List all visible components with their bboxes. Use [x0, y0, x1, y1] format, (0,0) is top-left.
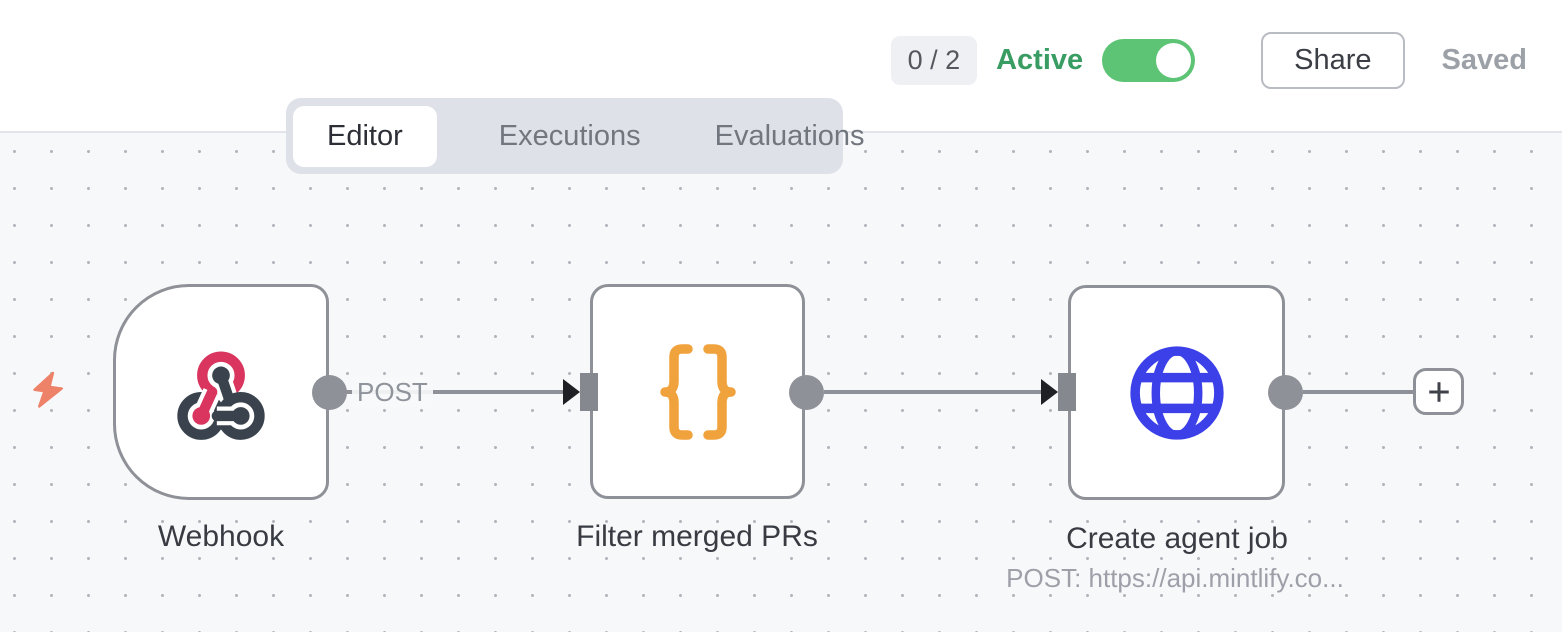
node-http-subtitle: POST: https://api.mintlify.co... — [1006, 563, 1344, 593]
connection-method-label: POST — [352, 377, 433, 407]
node-http-label: Create agent job — [1066, 522, 1288, 555]
header-controls: 0 / 2 Active Share Saved — [890, 30, 1527, 90]
share-button[interactable]: Share — [1261, 31, 1405, 89]
save-status: Saved — [1441, 43, 1527, 76]
tab-evaluations[interactable]: Evaluations — [714, 119, 865, 152]
http-output-port[interactable] — [1268, 375, 1303, 410]
active-label: Active — [996, 43, 1084, 76]
connection-webhook-filter[interactable] — [344, 390, 566, 394]
tab-executions[interactable]: Executions — [498, 119, 641, 152]
tab-editor[interactable]: Editor — [293, 105, 437, 167]
active-toggle[interactable] — [1102, 38, 1196, 82]
node-filter-label: Filter merged PRs — [576, 520, 818, 553]
trigger-bolt-icon — [33, 371, 63, 408]
filter-output-port[interactable] — [789, 375, 824, 410]
toggle-knob — [1156, 42, 1192, 78]
http-input-port[interactable] — [1058, 373, 1076, 411]
webhook-output-port[interactable] — [312, 375, 347, 410]
node-filter-merged-prs[interactable] — [590, 284, 805, 499]
node-create-agent-job[interactable] — [1068, 285, 1285, 500]
node-webhook-label: Webhook — [157, 520, 285, 553]
code-braces-icon — [659, 343, 736, 440]
globe-icon — [1129, 345, 1224, 440]
webhook-icon — [177, 351, 265, 440]
filter-input-arrow-icon — [563, 379, 580, 405]
http-input-arrow-icon — [1041, 379, 1058, 405]
plus-icon — [1428, 381, 1449, 402]
add-node-button[interactable] — [1413, 368, 1464, 415]
node-webhook[interactable] — [113, 284, 329, 500]
connection-http-add[interactable] — [1303, 390, 1415, 394]
filter-input-port[interactable] — [580, 373, 598, 411]
view-tabs: Editor Executions Evaluations — [286, 98, 865, 174]
connection-filter-http[interactable] — [824, 390, 1042, 394]
execution-count-badge: 0 / 2 — [890, 35, 978, 85]
